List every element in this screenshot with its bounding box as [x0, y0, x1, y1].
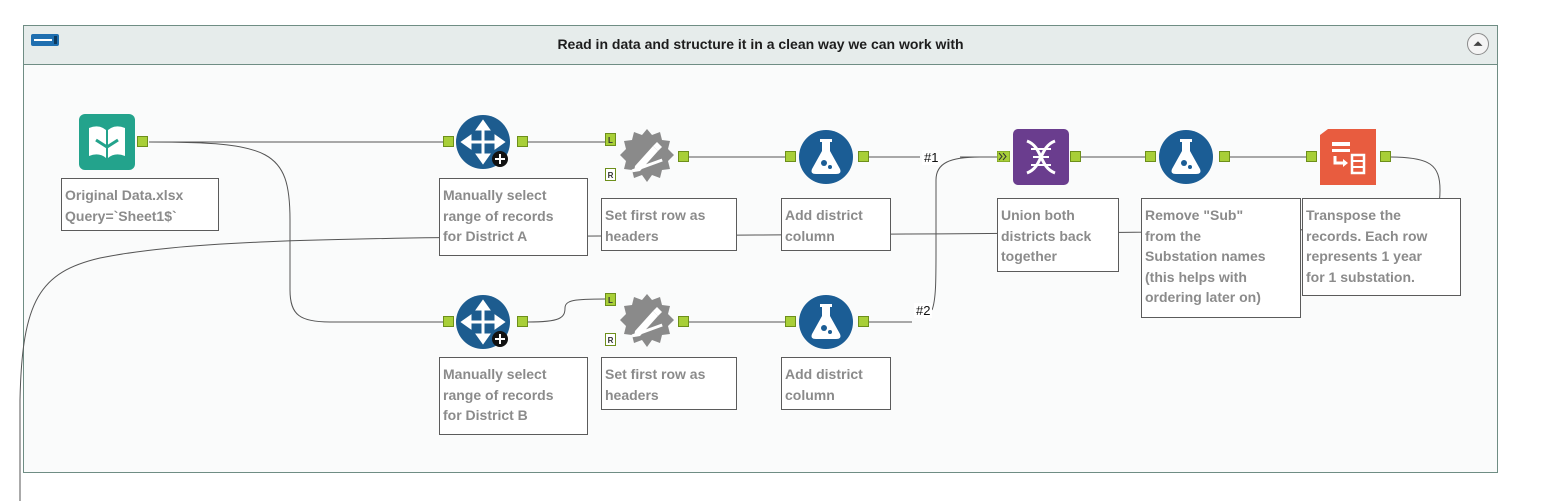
annotation-line: headers — [605, 227, 659, 244]
formula-flask-icon[interactable] — [1158, 129, 1214, 185]
annotation-line: for District B — [443, 407, 528, 423]
formula-b-annotation: Add district column — [781, 357, 891, 410]
annotation-line: Original Data.xlsx — [65, 187, 184, 203]
container-header[interactable]: Read in data and structure it in a clean… — [24, 26, 1497, 65]
dynamic-rename-icon[interactable] — [619, 128, 675, 184]
input-tool-icon[interactable] — [79, 114, 135, 170]
union-annotation: Union both districts back together — [997, 198, 1119, 272]
formula-sub-output-anchor[interactable] — [1219, 151, 1230, 162]
wire-label-2: #2 — [914, 303, 933, 318]
formula-sub-annotation: Remove "Sub" from the Substation names (… — [1141, 198, 1301, 318]
formula-flask-icon[interactable] — [798, 129, 854, 185]
rename-b-right-anchor[interactable]: R — [605, 333, 616, 346]
dynamic-rename-icon[interactable] — [619, 293, 675, 349]
annotation-line: Manually select — [443, 187, 547, 203]
rename-a-annotation: Set first row as headers — [601, 198, 737, 251]
transpose-icon[interactable] — [1320, 129, 1376, 185]
annotation-line: Remove "Sub" — [1145, 207, 1244, 223]
select-a-output-anchor[interactable] — [517, 136, 528, 147]
formula-a-output-anchor[interactable] — [858, 151, 869, 162]
select-a-annotation: Manually select range of records for Dis… — [439, 178, 588, 256]
transpose-annotation: Transpose the records. Each row represen… — [1302, 198, 1461, 296]
annotation-line: represents 1 year — [1306, 248, 1422, 264]
wire-label-1: #1 — [922, 150, 941, 165]
annotation-line: (this helps with — [1145, 268, 1247, 285]
annotation-line: Set first row as — [605, 366, 706, 382]
annotation-line: range of records — [443, 386, 554, 403]
union-input-anchor[interactable] — [997, 151, 1010, 162]
select-b-annotation: Manually select range of records for Dis… — [439, 357, 588, 435]
formula-flask-icon[interactable] — [798, 294, 854, 350]
annotation-line: Set first row as — [605, 207, 706, 223]
annotation-line: Query=`Sheet1$` — [65, 207, 177, 224]
annotation-line: together — [1001, 248, 1057, 264]
formula-b-output-anchor[interactable] — [858, 316, 869, 327]
select-b-output-anchor[interactable] — [517, 316, 528, 327]
rename-b-annotation: Set first row as headers — [601, 357, 737, 410]
annotation-line: column — [785, 386, 835, 403]
select-b-input-anchor[interactable] — [443, 316, 454, 327]
input-output-anchor[interactable] — [137, 136, 148, 147]
annotation-line: ordering later on) — [1145, 289, 1261, 305]
select-records-icon[interactable] — [455, 114, 511, 170]
annotation-line: Manually select — [443, 366, 547, 382]
formula-sub-input-anchor[interactable] — [1145, 151, 1156, 162]
annotation-line: Transpose the — [1306, 207, 1401, 223]
annotation-line: Add district — [785, 366, 863, 382]
annotation-line: column — [785, 227, 835, 244]
annotation-line: districts back — [1001, 227, 1092, 244]
transpose-output-anchor[interactable] — [1380, 151, 1391, 162]
annotation-line: records. Each row — [1306, 227, 1428, 244]
formula-a-annotation: Add district column — [781, 198, 891, 251]
container-title: Read in data and structure it in a clean… — [557, 36, 964, 52]
annotation-line: Substation names — [1145, 248, 1266, 264]
select-a-input-anchor[interactable] — [443, 136, 454, 147]
annotation-line: Union both — [1001, 207, 1075, 223]
union-dna-icon[interactable] — [1013, 129, 1069, 185]
rename-a-left-anchor[interactable]: L — [605, 133, 616, 146]
formula-a-input-anchor[interactable] — [785, 151, 796, 162]
rename-b-output-anchor[interactable] — [678, 316, 689, 327]
transpose-input-anchor[interactable] — [1306, 151, 1317, 162]
annotation-line: Add district — [785, 207, 863, 223]
rename-a-output-anchor[interactable] — [678, 151, 689, 162]
collapse-container-icon[interactable] — [1467, 33, 1489, 55]
annotation-line: headers — [605, 386, 659, 403]
formula-b-input-anchor[interactable] — [785, 316, 796, 327]
union-output-anchor[interactable] — [1070, 151, 1081, 162]
select-records-icon[interactable] — [455, 294, 511, 350]
annotation-line: for District A — [443, 228, 528, 244]
rename-a-right-anchor[interactable]: R — [605, 168, 616, 181]
annotation-line: for 1 substation. — [1306, 268, 1415, 285]
annotation-line: range of records — [443, 207, 554, 224]
input-annotation: Original Data.xlsx Query=`Sheet1$` — [61, 178, 219, 231]
annotation-line: from the — [1145, 227, 1201, 244]
rename-b-left-anchor[interactable]: L — [605, 293, 616, 306]
container-toggle-icon[interactable] — [31, 34, 59, 46]
